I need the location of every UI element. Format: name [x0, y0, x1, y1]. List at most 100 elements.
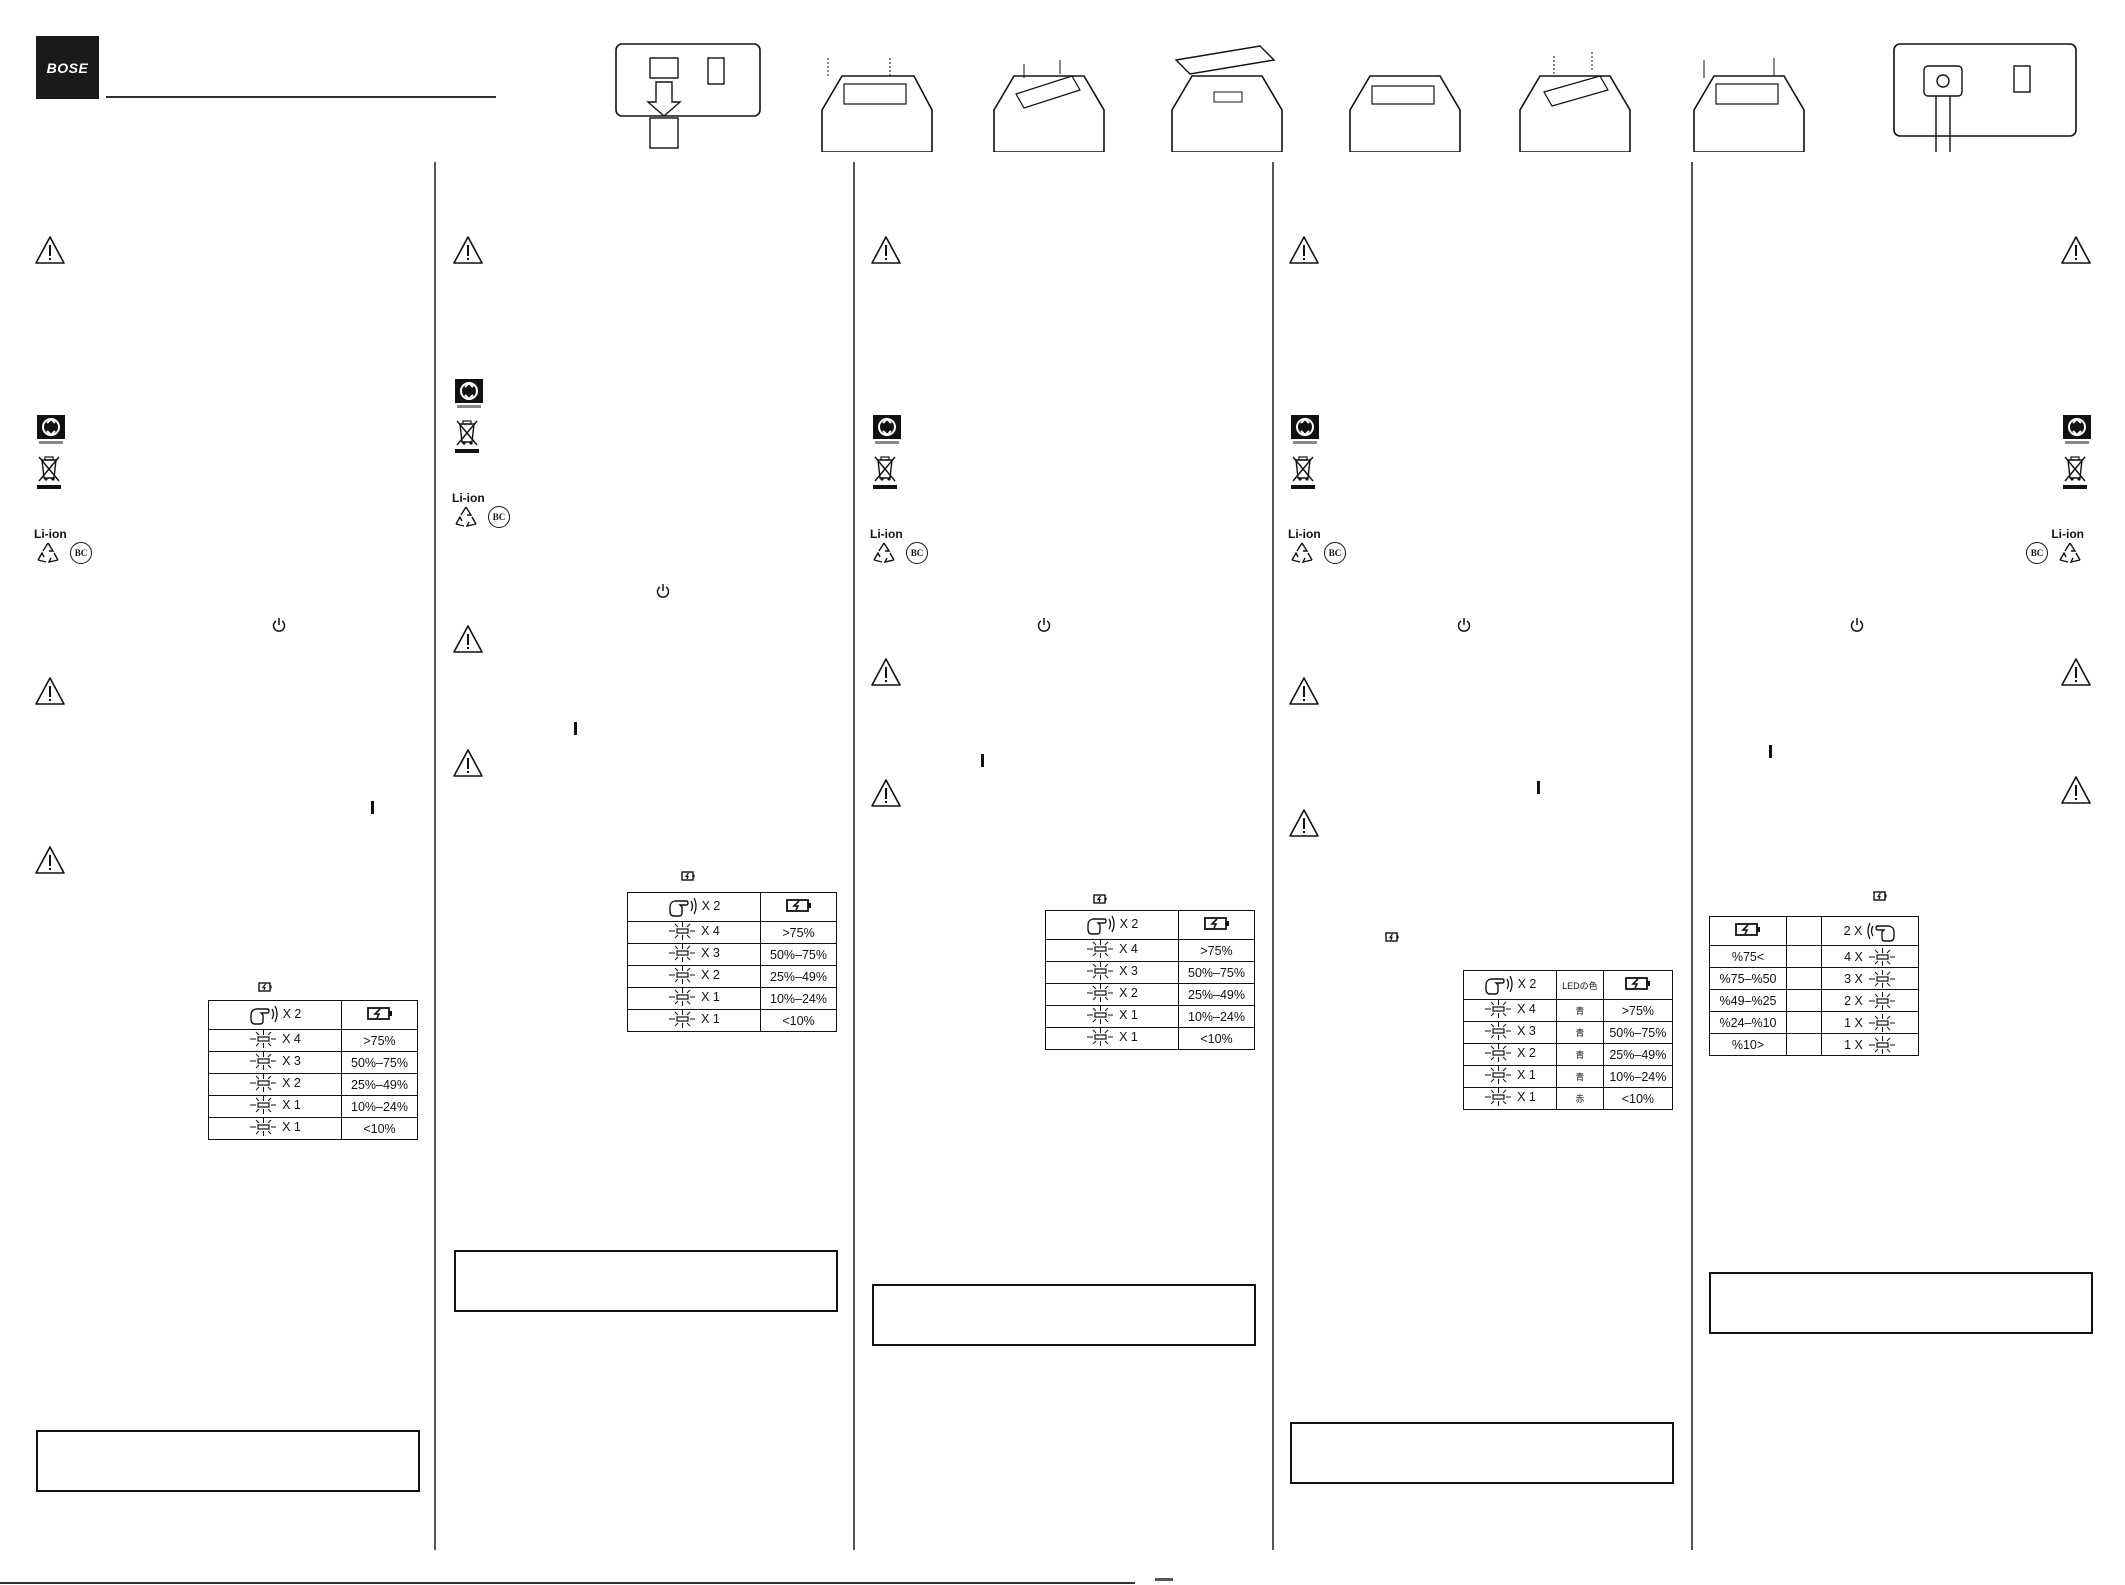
recycling-symbol-icon	[1290, 414, 1320, 446]
power-on-indicator-icon	[981, 754, 984, 767]
battery-charge-icon	[681, 870, 695, 882]
table-row: X 1<10%	[627, 1009, 837, 1032]
battery-level: 50%–75%	[760, 943, 837, 966]
recycling-symbol-icon	[2062, 414, 2092, 446]
disposal-symbols	[36, 414, 66, 490]
power-icon	[656, 583, 670, 598]
battery-level: >75%	[1178, 939, 1255, 962]
warning-icon	[870, 657, 902, 687]
li-ion-mark: Li-ion BC	[870, 528, 928, 566]
power-on-indicator-icon	[371, 801, 374, 814]
led-flash-icon	[249, 1052, 277, 1070]
li-ion-label: Li-ion	[2051, 527, 2084, 541]
led-flash-icon	[668, 1010, 696, 1028]
flash-count: 2 X	[1844, 993, 1863, 1008]
led-flash-icon	[668, 944, 696, 962]
led-flash-icon	[668, 966, 696, 984]
li-ion-mark: Li-ion BC	[452, 492, 510, 530]
li-ion-mark: Li-ion BC	[1288, 528, 1346, 566]
battery-level: 10%–24%	[1178, 1005, 1255, 1028]
flash-count: X 1	[1517, 1090, 1536, 1104]
warning-icon	[34, 676, 66, 706]
battery-level: <10%	[760, 1009, 837, 1032]
led-flash-icon	[1868, 970, 1896, 988]
led-flash-icon	[1484, 1000, 1512, 1018]
column-divider	[434, 162, 436, 1550]
warning-icon	[1288, 808, 1320, 838]
warning-icon	[34, 235, 66, 265]
warning-icon	[452, 235, 484, 265]
led-flash-icon	[668, 988, 696, 1006]
led-flash-icon	[1868, 1014, 1896, 1032]
recycle-icon	[1288, 540, 1316, 566]
li-ion-label: Li-ion	[1288, 527, 1321, 541]
battery-charge-icon	[258, 981, 272, 993]
warning-icon	[452, 624, 484, 654]
warning-icon	[2060, 775, 2092, 805]
power-icon	[1037, 617, 1051, 632]
power-on-indicator-icon	[574, 722, 577, 735]
speaker-top-illustration-5	[1519, 52, 1631, 152]
warning-icon	[2060, 657, 2092, 687]
recycle-icon	[452, 504, 480, 530]
table-row: %10>1 X	[1709, 1033, 1919, 1056]
note-box	[36, 1430, 420, 1492]
flash-count: 4 X	[1844, 949, 1863, 964]
led-flash-icon	[249, 1118, 277, 1136]
speaker-top-illustration-6	[1693, 58, 1805, 152]
flash-count: X 1	[701, 990, 720, 1004]
li-ion-label: Li-ion	[870, 527, 903, 541]
power-icon	[272, 617, 286, 632]
li-ion-label: Li-ion	[452, 491, 485, 505]
speaker-top-illustration-4	[1349, 75, 1461, 152]
battery-level: %24–%10	[1709, 1011, 1787, 1034]
li-ion-label: Li-ion	[34, 527, 67, 541]
battery-level: >75%	[341, 1029, 418, 1052]
press-button-icon	[1086, 913, 1116, 935]
led-flash-icon	[1086, 962, 1114, 980]
speaker-top-illustration-1	[821, 58, 933, 152]
table-row: X 1<10%	[208, 1117, 418, 1140]
press-count-label: 2 X	[1843, 924, 1863, 938]
battery-level: 50%–75%	[1178, 961, 1255, 984]
battery-level: 10%–24%	[341, 1095, 418, 1118]
battery-icon	[366, 1006, 394, 1021]
column-divider	[853, 162, 855, 1550]
power-cord-plugged-illustration	[1893, 43, 2077, 152]
led-flash-icon	[1868, 1036, 1896, 1054]
disposal-symbols	[1290, 414, 1320, 490]
press-count-label: X 2	[1119, 916, 1139, 931]
disposal-symbols	[2062, 414, 2092, 490]
flash-count: X 1	[1517, 1068, 1536, 1082]
column-divider	[1691, 162, 1693, 1550]
flash-count: X 2	[1517, 1046, 1536, 1060]
table-row: X 4>75%	[627, 921, 837, 944]
note-box	[872, 1284, 1256, 1346]
battery-icon	[785, 898, 813, 913]
flash-count: 3 X	[1844, 971, 1863, 986]
brand-text: BOSE	[46, 59, 89, 76]
press-button-icon	[1866, 920, 1896, 942]
footer-rule	[0, 1582, 1135, 1584]
flash-count: X 1	[1119, 1008, 1138, 1022]
led-flash-icon	[1086, 984, 1114, 1002]
flash-count: X 2	[282, 1076, 301, 1090]
led-flash-icon	[1484, 1044, 1512, 1062]
recycling-symbol-icon	[872, 414, 902, 446]
warning-icon	[2060, 235, 2092, 265]
battery-level: 50%–75%	[1602, 1021, 1674, 1044]
battery-charge-icon	[1385, 931, 1399, 943]
table-row: X 4>75%	[1045, 939, 1255, 962]
battery-charge-icon	[1873, 890, 1887, 902]
recycling-symbol-icon	[36, 414, 66, 446]
